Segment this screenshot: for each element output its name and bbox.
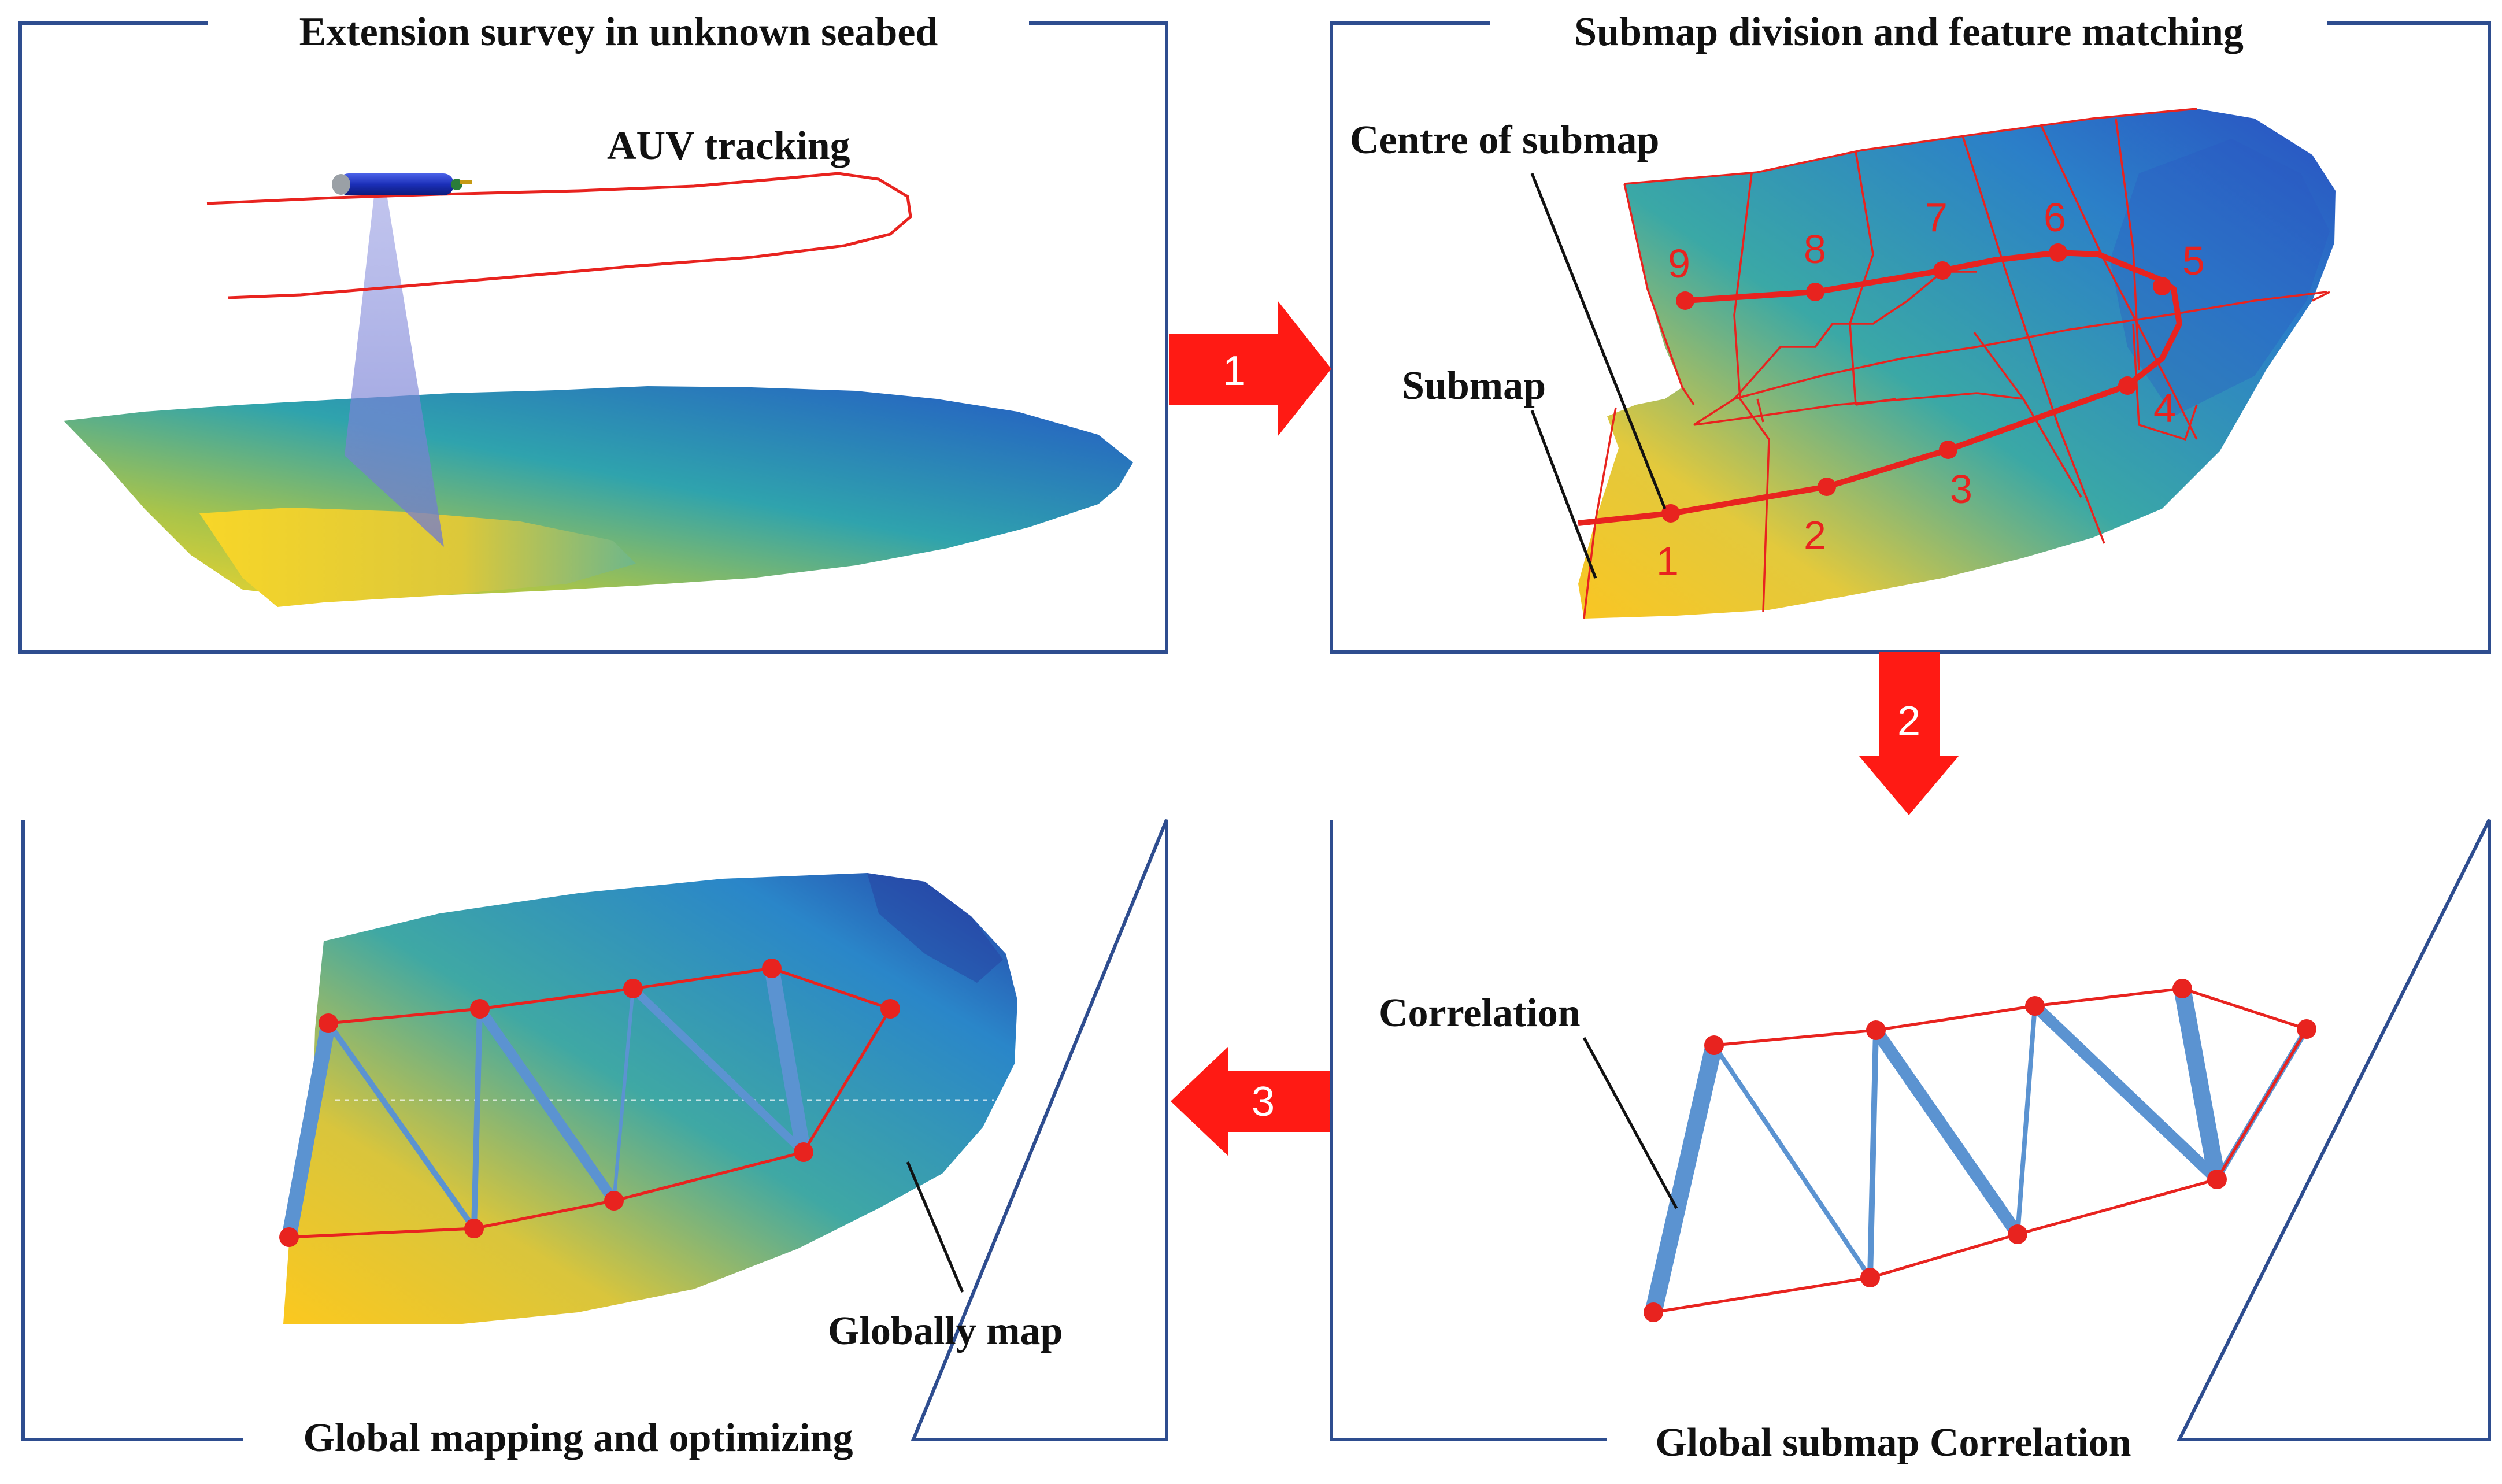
submap-centre-9 <box>1676 291 1694 310</box>
global-nodes <box>279 959 900 1247</box>
arrow-label-1: 1 <box>1223 348 1246 394</box>
correlation-link <box>2174 980 2226 1188</box>
globally-map-label: Globally map <box>828 1309 1063 1353</box>
global-frame <box>21 819 1168 1441</box>
arrow-label-2: 2 <box>1897 698 1920 745</box>
global-node <box>762 959 782 978</box>
correlation-node <box>1860 1268 1880 1287</box>
node-number-5: 5 <box>2182 238 2205 283</box>
global-link <box>471 1006 483 1231</box>
submap-centre-5 <box>2153 277 2171 295</box>
correlation-link <box>1712 1043 1872 1280</box>
submap-centre-1 <box>1661 504 1680 523</box>
correlation-node <box>1704 1035 1724 1055</box>
auv-vehicle <box>332 173 472 195</box>
global-node <box>319 1013 338 1033</box>
flow-arrow-2: 2 <box>1859 652 1959 815</box>
global-title: Global mapping and optimizing <box>303 1416 853 1460</box>
global-link <box>325 1020 477 1231</box>
correlation-node <box>2025 996 2045 1016</box>
correlation-link <box>1867 1027 1879 1281</box>
global-node <box>623 979 643 998</box>
sonar-beam <box>345 191 444 547</box>
global-map <box>283 873 1017 1324</box>
global-node <box>279 1227 299 1247</box>
panel-frames <box>18 21 2491 1441</box>
arrow-label-3: 3 <box>1252 1079 1275 1125</box>
global-map-deep <box>867 873 1003 983</box>
node-number-4: 4 <box>2153 386 2176 431</box>
global-node <box>880 999 900 1019</box>
centre-pointer-line <box>1530 173 1667 509</box>
correlation-link <box>1870 1024 2024 1241</box>
correlation-node <box>1644 1302 1663 1322</box>
node-number-9: 9 <box>1668 241 1690 286</box>
correlation-node <box>2172 979 2192 998</box>
global-link <box>764 961 811 1160</box>
correlation-link <box>1645 1037 1723 1321</box>
survey-scene: AUV tracking <box>64 124 1133 607</box>
division-title: Submap division and feature matching <box>1574 10 2244 54</box>
submap-centre-7 <box>1933 261 1952 280</box>
global-node <box>464 1219 484 1238</box>
submap-grid <box>1583 108 2330 619</box>
flow-arrow-3: 3 <box>1171 1046 1330 1156</box>
correlation-node <box>1866 1020 1886 1040</box>
global-map-pointer-line <box>906 1161 964 1293</box>
auv-tracking-label: AUV tracking <box>607 124 850 168</box>
submap-centre-6 <box>2049 243 2067 262</box>
correlation-nodes <box>1644 979 2316 1322</box>
correlation-frame <box>1330 819 2491 1441</box>
centre-of-submap-label: Centre of submap <box>1350 118 1659 162</box>
submap-centre-8 <box>1806 283 1824 301</box>
submap-label: Submap <box>1402 364 1546 408</box>
node-number-2: 2 <box>1804 513 1826 558</box>
submap-numbers: 1 2 3 4 5 6 7 8 9 <box>1656 195 2205 584</box>
auv-track <box>206 172 912 299</box>
survey-title: Extension survey in unknown seabed <box>299 10 938 54</box>
correlation-label: Correlation <box>1379 991 1581 1035</box>
seabed-lower-patch <box>199 508 636 607</box>
global-link <box>612 987 635 1202</box>
correlation-pointer-line <box>1582 1037 1678 1209</box>
submap-pointer-line <box>1530 410 1597 579</box>
global-node <box>470 999 490 1019</box>
submap-centre-2 <box>1818 478 1836 496</box>
correlation-link <box>2015 1004 2037 1237</box>
node-number-3: 3 <box>1950 467 1972 512</box>
node-number-8: 8 <box>1804 227 1826 272</box>
global-links <box>282 961 811 1245</box>
division-scene: 1 2 3 4 5 6 7 8 9 Centre of submap Subma… <box>1350 108 2336 619</box>
global-scene: Globally map <box>279 873 1063 1353</box>
global-node <box>604 1191 624 1211</box>
global-node <box>794 1142 813 1162</box>
correlation-scene: Correlation <box>1379 979 2316 1322</box>
global-link <box>629 985 808 1156</box>
node-number-6: 6 <box>2044 195 2066 240</box>
global-link <box>282 1016 336 1245</box>
submap-centre-3 <box>1939 441 1957 459</box>
node-number-7: 7 <box>1925 195 1948 240</box>
survey-frame <box>18 21 1168 654</box>
correlation-node <box>2008 1224 2027 1244</box>
centre-track <box>1578 249 2183 526</box>
correlation-node <box>2297 1019 2316 1039</box>
submap-centres <box>1661 243 2171 523</box>
correlation-link <box>2029 1000 2223 1185</box>
node-number-1: 1 <box>1656 539 1679 584</box>
correlation-title: Global submap Correlation <box>1655 1420 2131 1465</box>
correlation-node <box>2207 1170 2227 1189</box>
correlation-links <box>1645 980 2309 1321</box>
flow-arrow-1: 1 <box>1169 301 1331 436</box>
global-link <box>475 1004 619 1206</box>
submap-centre-4 <box>2118 376 2137 395</box>
